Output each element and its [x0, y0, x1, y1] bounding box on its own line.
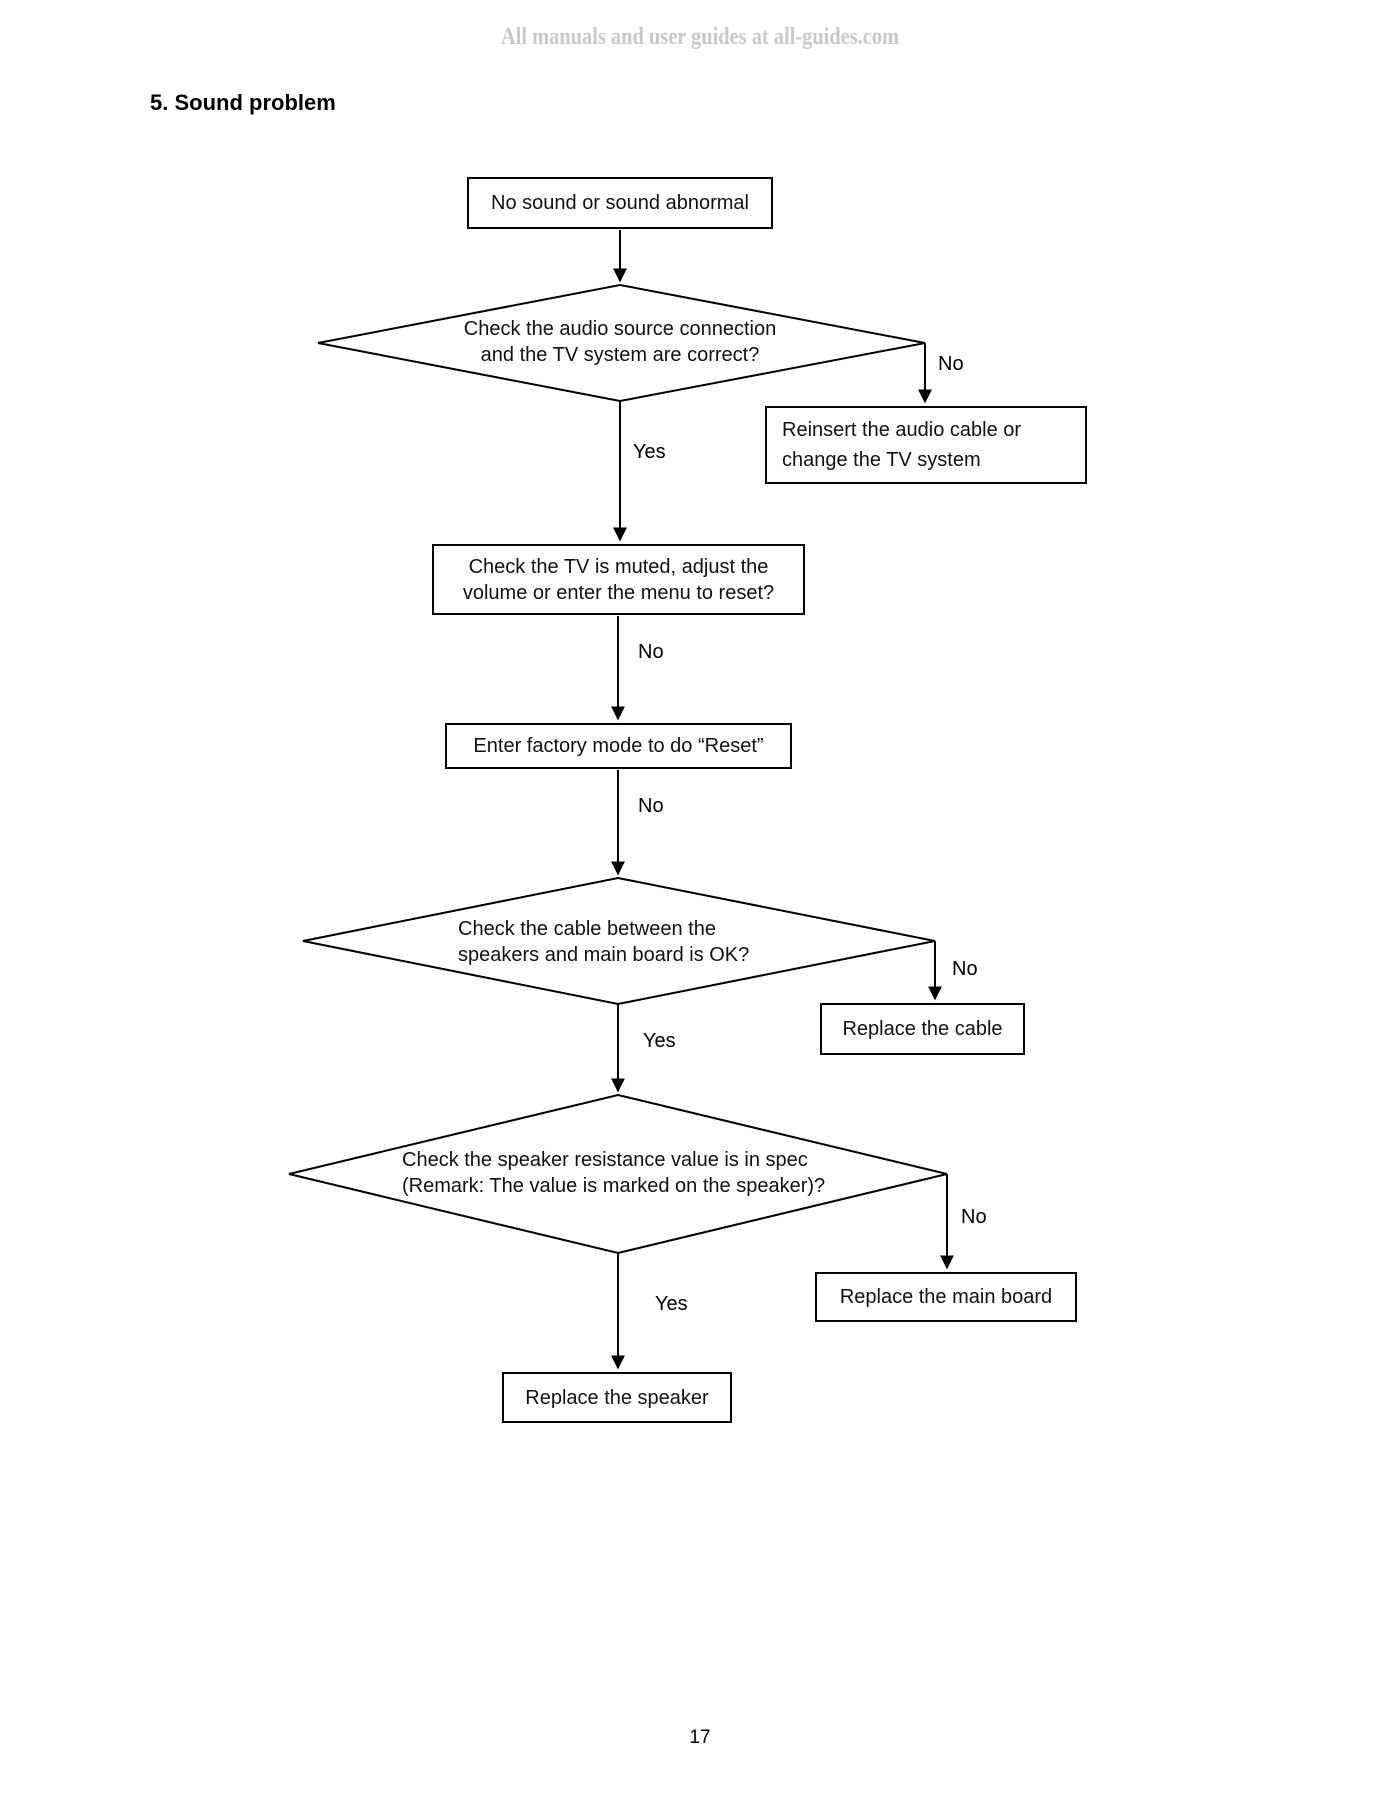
- decision-audio-source-text: Check the audio source connection and th…: [420, 316, 820, 368]
- decision-audio-source-line2: and the TV system are correct?: [480, 344, 760, 366]
- branch-label-no-1: No: [938, 353, 964, 375]
- flow-node-start: No sound or sound abnormal: [467, 177, 773, 229]
- flow-node-replace-speaker-text: Replace the speaker: [525, 1386, 709, 1409]
- branch-label-no-5: No: [961, 1206, 987, 1228]
- decision-resistance-text: Check the speaker resistance value is in…: [402, 1147, 825, 1199]
- page-number: 17: [689, 1727, 711, 1748]
- flow-node-reinsert-line2: change the TV system: [782, 449, 981, 471]
- flow-node-replace-speaker: Replace the speaker: [502, 1372, 732, 1423]
- decision-audio-source-line1: Check the audio source connection: [463, 318, 777, 340]
- branch-label-no-4: No: [952, 958, 978, 980]
- branch-label-yes-1: Yes: [633, 441, 666, 463]
- flow-node-start-text: No sound or sound abnormal: [491, 192, 749, 214]
- branch-label-no-3: No: [638, 795, 664, 817]
- flow-node-reinsert-line1: Reinsert the audio cable or: [782, 419, 1022, 441]
- watermark-text: All manuals and user guides at all-guide…: [500, 24, 900, 50]
- decision-cable-line1: Check the cable between the: [458, 918, 716, 940]
- decision-cable-line2: speakers and main board is OK?: [458, 944, 750, 966]
- flow-node-reinsert-cable: Reinsert the audio cable or change the T…: [765, 406, 1087, 484]
- branch-label-yes-2: Yes: [643, 1030, 676, 1052]
- decision-resistance-line2: (Remark: The value is marked on the spea…: [402, 1175, 826, 1197]
- flow-node-replace-cable: Replace the cable: [820, 1003, 1025, 1055]
- branch-label-no-2: No: [638, 641, 664, 663]
- flow-node-replace-main-board-text: Replace the main board: [839, 1286, 1053, 1308]
- flow-node-factory-reset-text: Enter factory mode to do “Reset”: [473, 735, 764, 757]
- flow-node-check-muted-line1: Check the TV is muted, adjust the: [468, 555, 769, 578]
- decision-cable-text: Check the cable between the speakers and…: [458, 916, 749, 968]
- flow-node-check-muted: Check the TV is muted, adjust the volume…: [432, 544, 805, 615]
- flow-node-factory-reset: Enter factory mode to do “Reset”: [445, 723, 792, 769]
- branch-label-yes-3: Yes: [655, 1293, 688, 1315]
- flow-node-check-muted-line2: volume or enter the menu to reset?: [462, 581, 775, 604]
- decision-resistance-line1: Check the speaker resistance value is in…: [402, 1149, 808, 1171]
- flow-node-replace-main-board: Replace the main board: [815, 1272, 1077, 1322]
- section-title: 5. Sound problem: [150, 90, 336, 115]
- flow-node-replace-cable-text: Replace the cable: [842, 1018, 1003, 1040]
